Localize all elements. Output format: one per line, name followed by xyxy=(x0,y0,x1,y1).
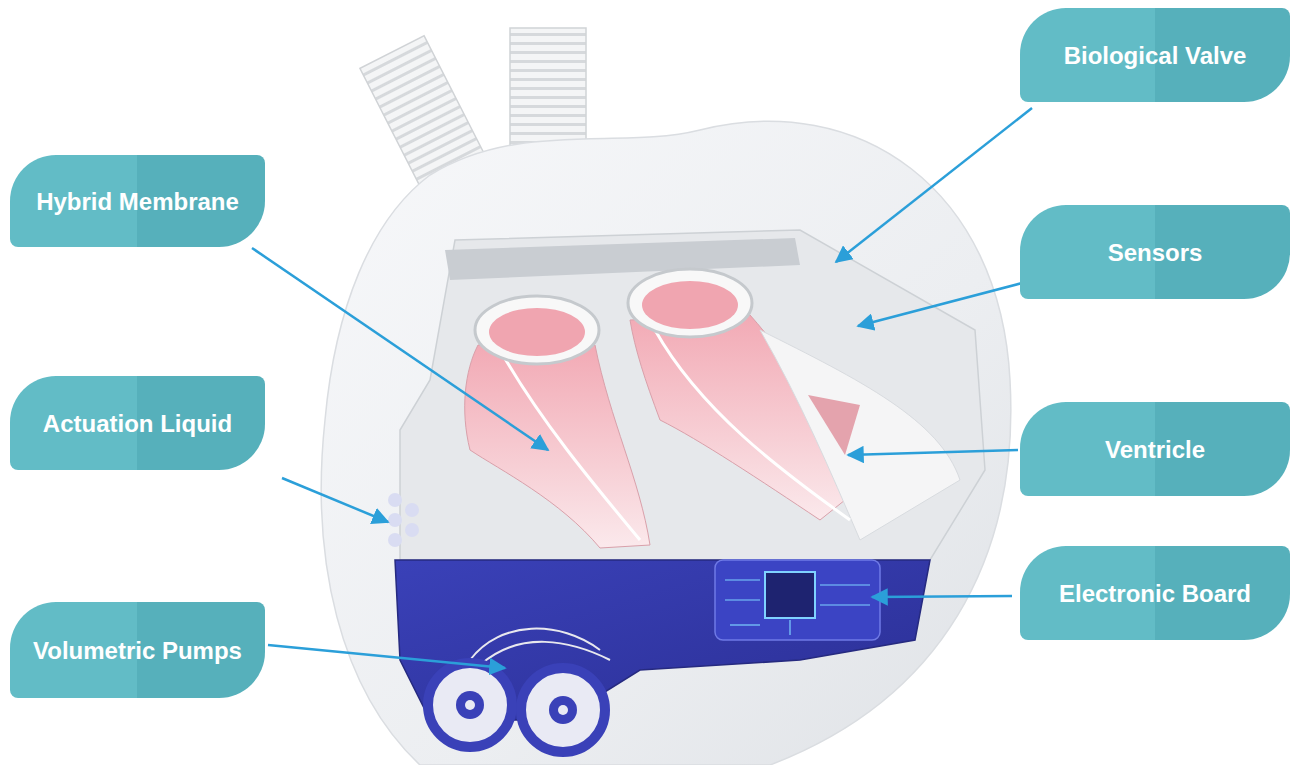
leader-line xyxy=(858,282,1026,326)
callout-box: Actuation Liquid xyxy=(10,376,265,470)
callout-text: Electronic Board xyxy=(1059,579,1251,608)
valve-opening xyxy=(642,281,738,329)
volumetric-pump xyxy=(428,663,512,747)
callout-box: Biological Valve xyxy=(1020,8,1290,102)
leader-line xyxy=(872,596,1012,597)
leader-lines xyxy=(252,108,1032,668)
valve-frame xyxy=(445,238,800,280)
wire xyxy=(480,642,610,665)
valve-ring xyxy=(475,296,599,364)
callout-box: Sensors xyxy=(1020,205,1290,299)
biological-valve xyxy=(808,395,860,455)
callout-text: Biological Valve xyxy=(1064,41,1247,70)
valve-ring xyxy=(628,269,752,337)
callout-box: Ventricle xyxy=(1020,402,1290,496)
callout-text: Hybrid Membrane xyxy=(36,187,239,216)
circuit-traces xyxy=(725,580,870,635)
membrane-cavity xyxy=(465,345,650,548)
chip xyxy=(765,572,815,618)
hybrid-membrane xyxy=(500,350,640,540)
callout-text: Actuation Liquid xyxy=(43,409,232,438)
ventricle-chamber xyxy=(760,330,960,540)
callout-text: Ventricle xyxy=(1105,435,1205,464)
actuation-block xyxy=(395,560,930,720)
callout-text: Volumetric Pumps xyxy=(33,636,242,665)
callout-box: Hybrid Membrane xyxy=(10,155,265,247)
electronic-board xyxy=(715,560,880,640)
heart-housing xyxy=(321,121,1011,765)
leader-line xyxy=(836,108,1032,262)
actuation-vents xyxy=(388,493,419,547)
leader-line xyxy=(252,248,548,450)
hybrid-membrane xyxy=(655,330,850,520)
leader-line xyxy=(848,450,1018,455)
leader-line xyxy=(282,478,388,522)
cutaway-section xyxy=(400,230,985,560)
callout-box: Volumetric Pumps xyxy=(10,602,265,698)
leader-line xyxy=(268,645,505,668)
callout-text: Sensors xyxy=(1108,238,1203,267)
wire xyxy=(470,629,600,660)
volumetric-pump xyxy=(521,668,605,752)
valve-opening xyxy=(489,308,585,356)
callout-box: Electronic Board xyxy=(1020,546,1290,640)
